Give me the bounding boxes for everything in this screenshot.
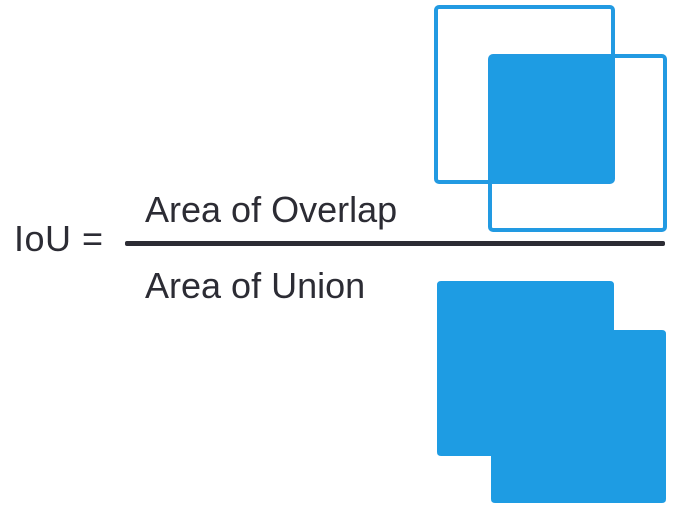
formula-denominator: Area of Union	[145, 265, 366, 306]
fraction-bar	[125, 241, 665, 246]
formula-left-hand-side: IoU =	[14, 218, 104, 259]
overlap-intersection-fill	[490, 56, 613, 182]
formula-numerator: Area of Overlap	[145, 189, 398, 230]
area-of-overlap-diagram	[425, 0, 675, 240]
area-of-union-diagram	[425, 270, 675, 518]
overlap-svg	[434, 5, 667, 232]
union-filled-region	[437, 281, 666, 503]
union-svg	[437, 281, 666, 503]
